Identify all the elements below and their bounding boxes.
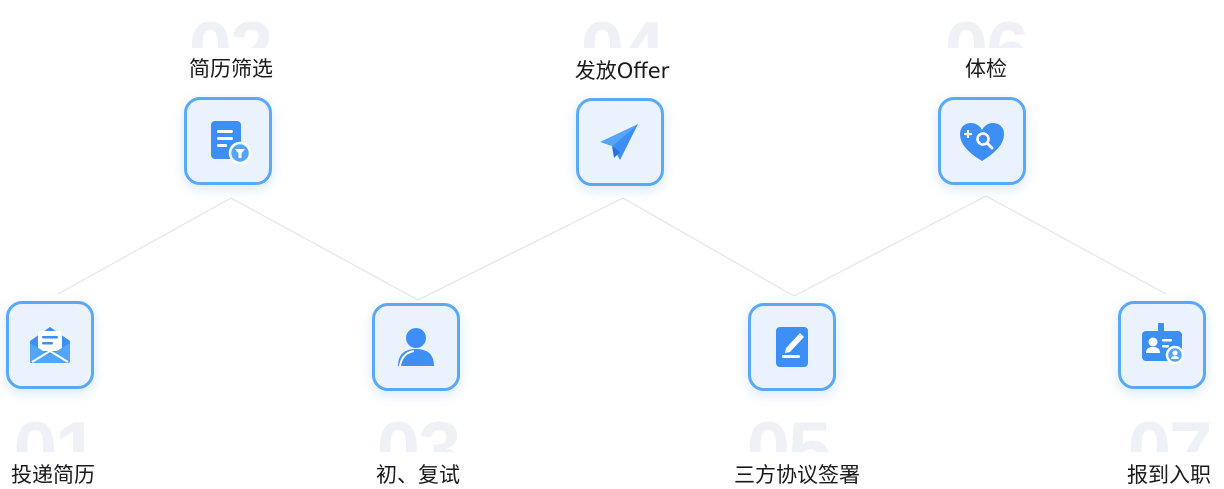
step-tile-06[interactable] [938, 97, 1026, 185]
step-label-02: 简历筛选 [189, 57, 273, 81]
step-label-03: 初、复试 [376, 463, 460, 487]
step-number-06: 06 [921, 8, 1051, 48]
step-number-01: 01 [0, 412, 120, 452]
person-icon [398, 328, 434, 367]
envelope-icon [30, 327, 70, 363]
step-tile-04[interactable] [576, 98, 664, 186]
paper-plane-icon [600, 124, 638, 160]
step-label-01: 投递简历 [11, 463, 95, 487]
step-label-05: 三方协议签署 [734, 463, 860, 487]
step-label-06: 体检 [965, 57, 1007, 81]
step-tile-03[interactable] [372, 303, 460, 391]
step-label-07: 报到入职 [1127, 463, 1211, 487]
sign-document-icon [776, 327, 808, 367]
step-tile-07[interactable] [1118, 301, 1206, 389]
step-number-07: 07 [1104, 412, 1224, 452]
badge-id-icon [1142, 323, 1185, 365]
step-label-04: 发放Offer [574, 59, 670, 83]
step-number-02: 02 [165, 8, 295, 48]
heart-search-icon [960, 123, 1004, 161]
step-tile-05[interactable] [748, 303, 836, 391]
step-number-05: 05 [723, 412, 853, 452]
filter-document-icon [211, 121, 252, 165]
step-tile-02[interactable] [184, 97, 272, 185]
step-number-03: 03 [353, 412, 483, 452]
step-tile-01[interactable] [6, 301, 94, 389]
step-number-04: 04 [557, 8, 687, 48]
